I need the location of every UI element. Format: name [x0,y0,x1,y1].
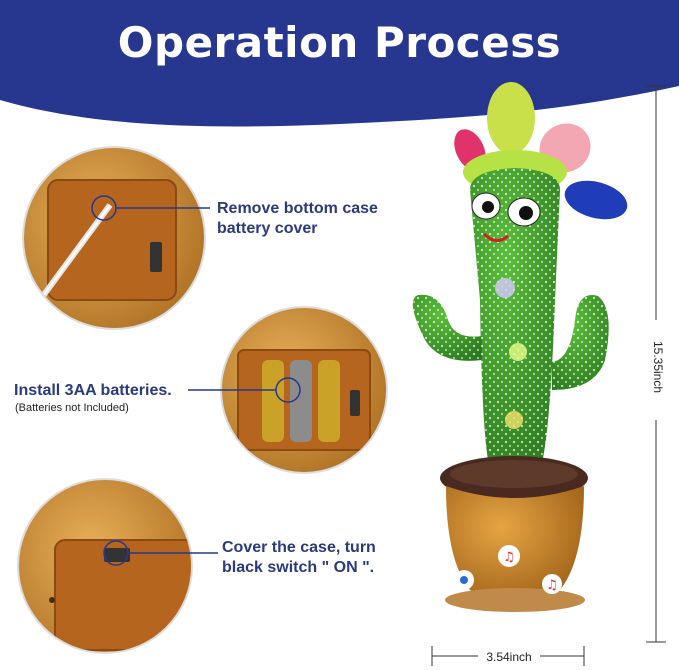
height-label: 15.35inch [651,340,665,394]
width-dimension [431,646,585,666]
step1-image [22,146,206,330]
step3-image [17,478,193,654]
cactus-toy-image: ♫ ♫ [412,82,628,612]
svg-text:♫: ♫ [503,550,515,565]
step1-text: Remove bottom case battery cover [217,200,378,237]
height-dimension [646,85,666,643]
step3-text: Cover the case, turn black switch " ON "… [222,539,376,576]
width-label: 3.54inch [486,650,532,664]
step2-note: (Batteries not Included) [15,402,129,414]
svg-text:♫: ♫ [546,578,558,593]
step2-text: Install 3AA batteries. [14,382,172,399]
page-title: Operation Process [117,18,562,67]
